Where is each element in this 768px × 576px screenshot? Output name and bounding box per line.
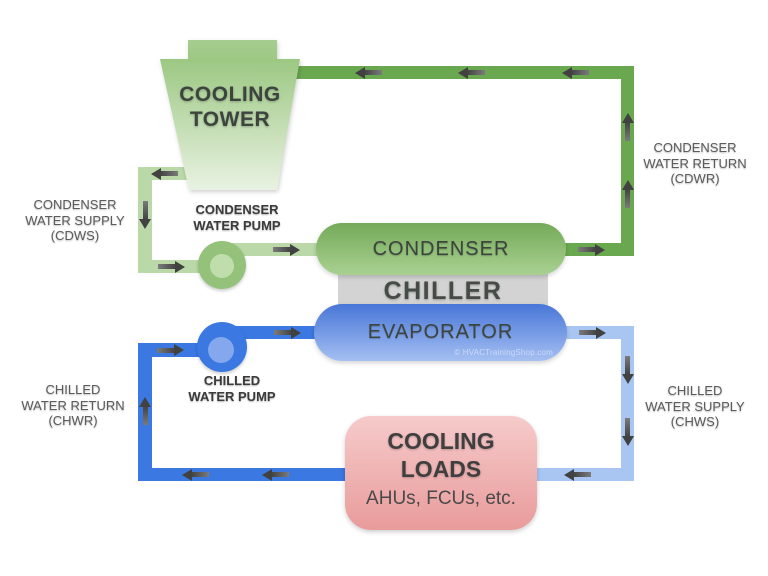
condenser-water-supply-label: CONDENSER WATER SUPPLY (CDWS)	[25, 197, 125, 243]
arrow-head	[182, 468, 192, 481]
arrow-head	[562, 66, 572, 79]
arrow-head	[621, 180, 634, 190]
cooling-tower: COOLING TOWER	[160, 40, 300, 190]
flow-arrow-left-icon	[564, 468, 591, 481]
flow-arrow-left-icon	[355, 66, 382, 79]
flow-arrow-right-icon	[158, 260, 185, 273]
flow-arrow-down-icon	[621, 418, 634, 446]
arrow-head	[262, 468, 272, 481]
arrow-head	[621, 374, 634, 384]
arrow-head	[458, 66, 468, 79]
flow-arrow-right-icon	[579, 326, 606, 339]
flow-arrow-right-icon	[578, 243, 605, 256]
flow-arrow-up-icon	[621, 180, 634, 208]
chiller-label: CHILLER	[383, 276, 503, 305]
evaporator-label: EVAPORATOR	[367, 321, 514, 343]
arrow-head	[621, 436, 634, 446]
arrow-head	[621, 113, 634, 123]
arrow-tail	[573, 472, 591, 477]
flow-arrow-left-icon	[262, 468, 289, 481]
arrow-tail	[467, 70, 485, 75]
arrow-tail	[274, 330, 292, 335]
flow-arrow-down-icon	[621, 356, 634, 384]
arrow-tail	[578, 247, 596, 252]
cooling-tower-cap	[188, 40, 277, 61]
pipe-chilled-water-return-bottom	[138, 468, 348, 481]
arrow-tail	[271, 472, 289, 477]
arrow-head	[139, 397, 151, 407]
arrow-tail	[160, 171, 178, 176]
flow-arrow-left-icon	[458, 66, 485, 79]
cooling-loads-subtitle: AHUs, FCUs, etc.	[366, 488, 516, 509]
flow-arrow-right-icon	[273, 243, 300, 256]
arrow-head	[291, 326, 301, 339]
arrow-tail	[625, 189, 630, 208]
arrow-tail	[273, 247, 291, 252]
chilled-water-pump-label: CHILLED WATER PUMP	[188, 373, 276, 404]
arrow-head	[175, 260, 185, 273]
arrow-tail	[157, 347, 175, 353]
pump-impeller	[210, 254, 234, 278]
arrow-tail	[579, 330, 597, 335]
cooling-loads: COOLING LOADS AHUs, FCUs, etc.	[345, 416, 537, 530]
arrow-head	[595, 243, 605, 256]
arrow-head	[139, 219, 151, 229]
arrow-head	[564, 468, 574, 481]
condenser-water-pump-label: CONDENSER WATER PUMP	[193, 202, 281, 233]
cooling-loads-title: COOLING LOADS	[387, 428, 495, 482]
cooling-tower-body: COOLING TOWER	[160, 59, 300, 190]
arrow-tail	[364, 70, 382, 75]
watermark-text: © HVACTrainingShop.com	[454, 348, 553, 357]
arrow-head	[596, 326, 606, 339]
arrow-tail	[142, 201, 148, 220]
flow-arrow-left-icon	[562, 66, 589, 79]
chilled-water-return-label: CHILLED WATER RETURN (CHWR)	[21, 382, 125, 428]
chilled-water-supply-label: CHILLED WATER SUPPLY (CHWS)	[645, 383, 745, 429]
flow-arrow-up-icon	[621, 113, 634, 141]
flow-arrow-down-icon	[139, 201, 151, 229]
arrow-head	[290, 243, 300, 256]
arrow-head	[355, 66, 365, 79]
arrow-tail	[158, 264, 176, 269]
arrow-tail	[571, 70, 589, 75]
condenser: CONDENSER	[316, 223, 566, 275]
flow-arrow-left-icon	[151, 167, 178, 180]
condenser-label: CONDENSER	[372, 237, 510, 260]
flow-arrow-up-icon	[139, 397, 151, 425]
flow-arrow-left-icon	[182, 468, 209, 481]
flow-arrow-right-icon	[157, 344, 184, 356]
condenser-water-return-label: CONDENSER WATER RETURN (CDWR)	[643, 140, 747, 186]
arrow-head	[151, 167, 161, 180]
flow-arrow-right-icon	[274, 326, 301, 339]
arrow-tail	[625, 418, 630, 437]
cooling-tower-label: COOLING TOWER	[179, 83, 281, 131]
arrow-head	[174, 344, 184, 356]
arrow-tail	[625, 122, 630, 141]
arrow-tail	[625, 356, 630, 375]
arrow-tail	[142, 406, 148, 425]
pump-impeller	[208, 337, 234, 363]
arrow-tail	[191, 472, 209, 477]
evaporator: EVAPORATOR © HVACTrainingShop.com	[314, 304, 567, 361]
